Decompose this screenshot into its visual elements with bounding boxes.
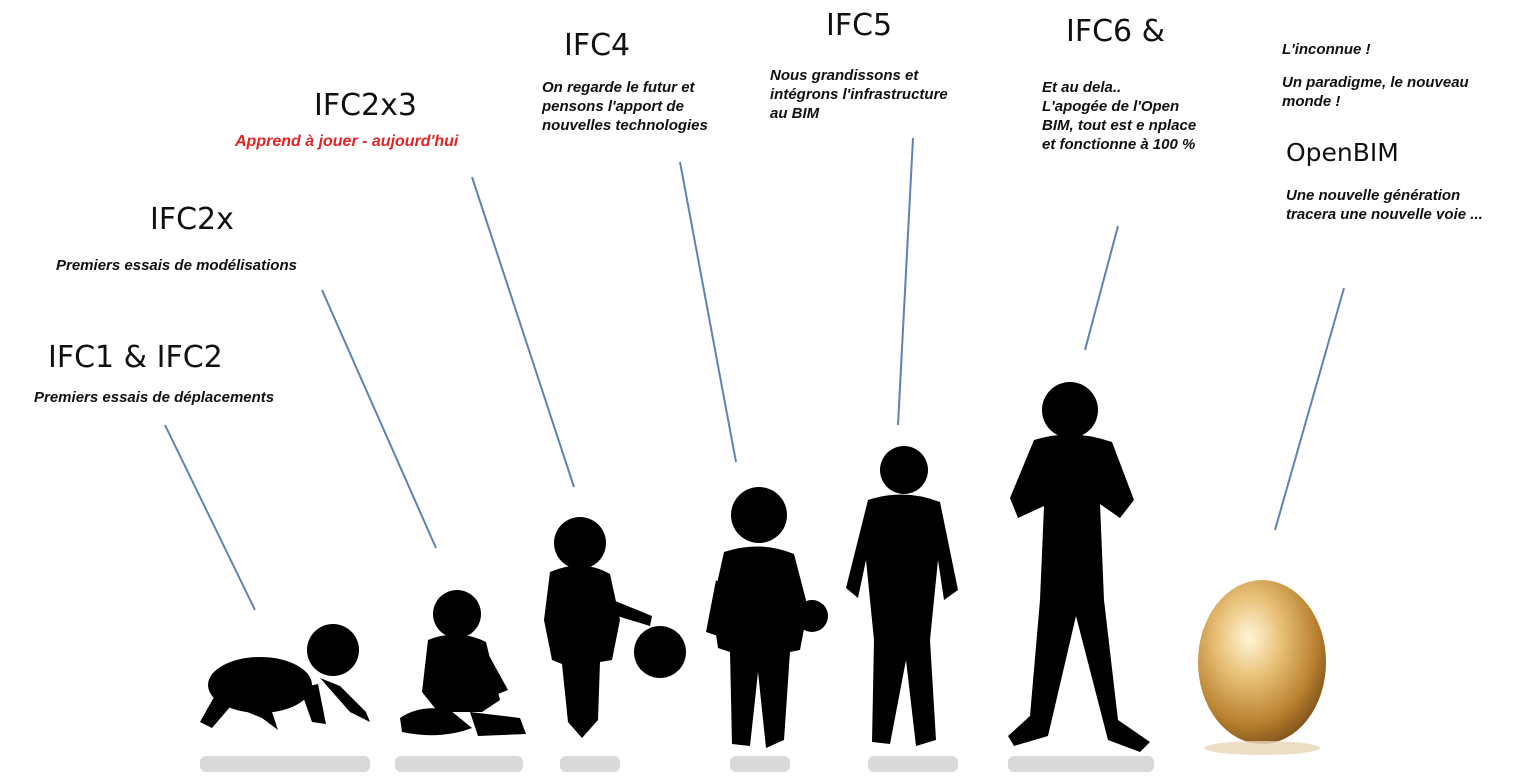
- description-line: Et au dela..: [1042, 79, 1122, 96]
- stage-description-ifc5: Nous grandissons et intégrons l'infrastr…: [770, 66, 948, 123]
- connector-line-ifc1: [164, 424, 256, 611]
- description-line: et fonctionne à 100 %: [1042, 136, 1196, 153]
- small-child-silhouette: [706, 487, 828, 748]
- description-line: pensons l'apport de: [542, 98, 684, 115]
- golden-egg: [1198, 580, 1326, 744]
- stage-title-ifc2x: IFC2x: [150, 202, 234, 237]
- description-line: BIM, tout est e nplace: [1042, 117, 1197, 134]
- connector-line-ifc6: [1084, 225, 1119, 351]
- intro-line: Un paradigme, le nouveau: [1282, 74, 1469, 91]
- connector-line-ifc2x: [321, 289, 437, 549]
- stage-description-ifc2x: Premiers essais de modélisations: [56, 257, 297, 274]
- stage-title-ifc2x3: IFC2x3: [314, 88, 417, 123]
- description-line: L'apogée de l'Open: [1042, 98, 1180, 115]
- egg-shadow: [1204, 741, 1320, 755]
- connector-line-openbim: [1274, 287, 1345, 531]
- description-line: nouvelles technologies: [542, 117, 708, 134]
- adult-silhouette: [1008, 382, 1150, 752]
- description-line: On regarde le futur et: [542, 79, 695, 96]
- floor-reflection: [200, 756, 1154, 772]
- stage-title-ifc6: IFC6 &: [1066, 14, 1166, 49]
- stage-description-ifc1: Premiers essais de déplacements: [34, 389, 275, 406]
- connector-line-ifc4: [679, 161, 737, 463]
- stage-description-ifc2x3: Apprend à jouer - aujourd'hui: [235, 133, 459, 150]
- stage-description-ifc4: On regarde le futur et pensons l'apport …: [542, 78, 708, 135]
- older-child-silhouette: [846, 446, 958, 746]
- connector-line-ifc5: [897, 137, 914, 426]
- connector-line-ifc2x3: [471, 176, 575, 488]
- stage-title-ifc1: IFC1 & IFC2: [48, 340, 223, 375]
- stage-title-openbim: OpenBIM: [1286, 138, 1399, 167]
- intro-line: monde !: [1282, 93, 1341, 110]
- crawling-baby-silhouette: [200, 624, 370, 730]
- sitting-baby-silhouette: [400, 590, 526, 736]
- stage-intro-openbim: L'inconnue ! Un paradigme, le nouveau mo…: [1282, 40, 1469, 111]
- stage-description-ifc6: Et au dela.. L'apogée de l'Open BIM, tou…: [1042, 78, 1196, 154]
- description-line: tracera une nouvelle voie ...: [1286, 206, 1483, 223]
- description-line: au BIM: [770, 105, 820, 122]
- description-line: Nous grandissons et: [770, 67, 919, 84]
- description-line: intégrons l'infrastructure: [770, 86, 948, 103]
- intro-line: L'inconnue !: [1282, 41, 1371, 58]
- description-line: Une nouvelle génération: [1286, 187, 1461, 204]
- stage-title-ifc5: IFC5: [826, 8, 893, 43]
- toddler-with-ball-silhouette: [544, 517, 686, 738]
- stage-title-ifc4: IFC4: [564, 28, 631, 63]
- stage-description-openbim: Une nouvelle génération tracera une nouv…: [1286, 186, 1483, 224]
